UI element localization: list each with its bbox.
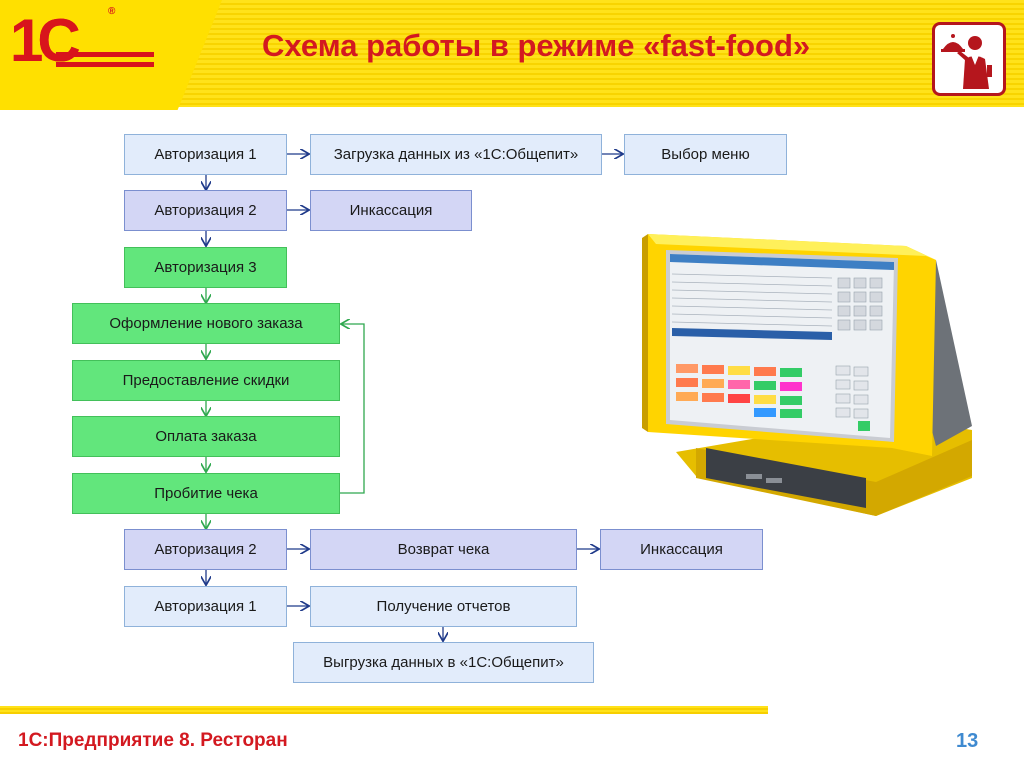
arrow-loop-receipt-to-order bbox=[340, 324, 365, 494]
box-auth1-top: Авторизация 1 bbox=[124, 134, 287, 175]
page-number: 13 bbox=[956, 730, 979, 752]
logo-registered-mark: ® bbox=[108, 6, 116, 17]
box-discount: Предоставление скидки bbox=[72, 360, 340, 401]
box-auth2-top: Авторизация 2 bbox=[124, 190, 287, 231]
box-load-data: Загрузка данных из «1С:Общепит» bbox=[310, 134, 602, 175]
box-receipt-return: Возврат чека bbox=[310, 529, 577, 570]
slide-title: Схема работы в режиме «fast-food» bbox=[262, 28, 811, 63]
box-auth3: Авторизация 3 bbox=[124, 247, 287, 288]
box-collection-bottom: Инкассация bbox=[600, 529, 763, 570]
logo-1c: 1С bbox=[10, 7, 81, 74]
box-receipt-print: Пробитие чека bbox=[72, 473, 340, 514]
footer-product-name: 1С:Предприятие 8. Ресторан bbox=[18, 730, 288, 751]
waiter-icon-frame bbox=[932, 22, 1006, 96]
waiter-icon bbox=[941, 34, 992, 89]
box-menu-select: Выбор меню bbox=[624, 134, 787, 175]
logo-stripes bbox=[56, 52, 154, 67]
pos-terminal-image bbox=[642, 234, 972, 516]
box-auth2-bottom: Авторизация 2 bbox=[124, 529, 287, 570]
footer-divider bbox=[0, 706, 768, 714]
box-collection-top: Инкассация bbox=[310, 190, 472, 231]
header-bar: 1С ® Схема работы в режиме «fast-food» bbox=[0, 0, 1024, 110]
box-reports: Получение отчетов bbox=[310, 586, 577, 627]
box-auth1-bottom: Авторизация 1 bbox=[124, 586, 287, 627]
box-new-order: Оформление нового заказа bbox=[72, 303, 340, 344]
box-payment: Оплата заказа bbox=[72, 416, 340, 457]
box-export-data: Выгрузка данных в «1С:Общепит» bbox=[293, 642, 594, 683]
logo-area: 1С ® bbox=[0, 0, 222, 110]
